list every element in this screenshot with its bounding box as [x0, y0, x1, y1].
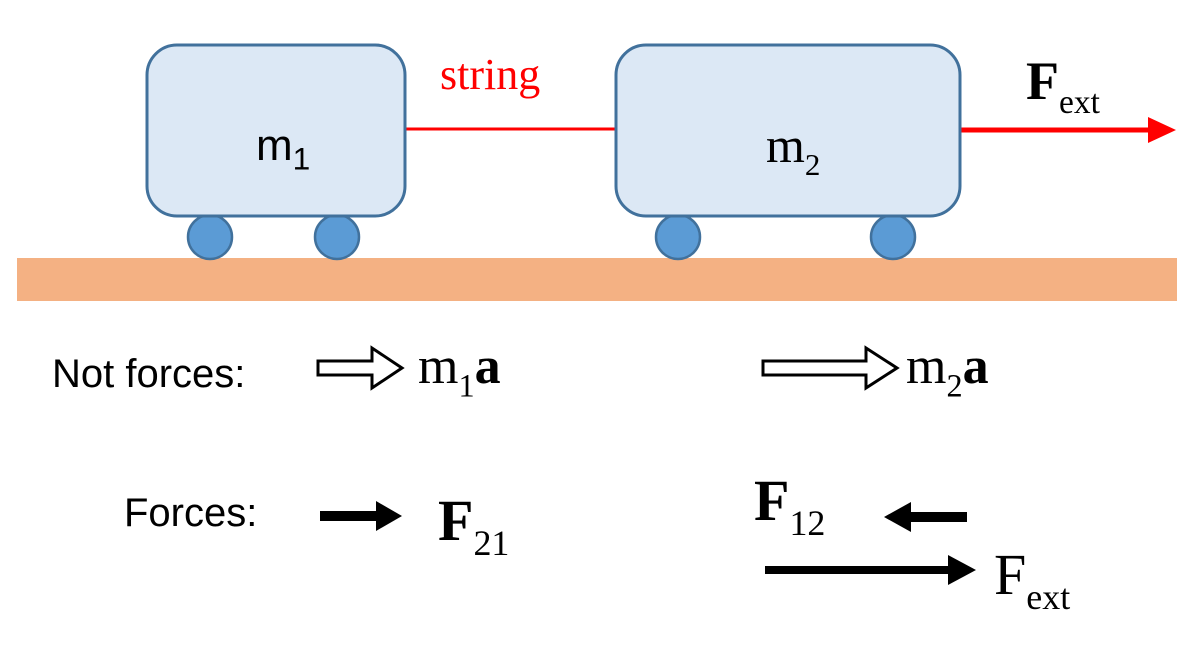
f12-base: F: [754, 468, 790, 533]
cart-2-wheel-right: [869, 213, 917, 261]
fext-arrow-head: [1148, 117, 1176, 143]
cart-2-label-base: m: [766, 117, 805, 173]
cart-2-label: m2: [766, 120, 820, 180]
cart-1-wheel-left: [186, 213, 234, 261]
fext-top-base: F: [1026, 51, 1059, 111]
m2a-label: m2a: [906, 341, 989, 402]
arrow-f12-head: [884, 502, 911, 532]
cart-2-wheel-left: [654, 213, 702, 261]
cart-1-label-sub: 1: [292, 140, 311, 177]
ground: [17, 258, 1177, 301]
m2a-base: m: [906, 338, 947, 395]
fext-bottom-sub: ext: [1026, 577, 1071, 618]
m2a-sub: 2: [946, 367, 963, 404]
hollow-arrow-m2a: [761, 345, 900, 391]
cart-1-label-base: m: [256, 121, 293, 170]
forces-label: Forces:: [124, 491, 258, 535]
cart-1-wheel-right: [313, 213, 361, 261]
arrow-fext-head: [948, 555, 976, 585]
arrow-f21-head: [376, 501, 402, 531]
not-forces-label: Not forces:: [52, 352, 246, 396]
fext-top-sub: ext: [1059, 84, 1100, 122]
m2a-vec: a: [962, 338, 989, 395]
cart-2-label-sub: 2: [804, 147, 821, 183]
hollow-arrow-m1a: [316, 345, 405, 391]
fext-bottom-label: Fext: [994, 546, 1070, 616]
f21-label: F21: [438, 492, 509, 562]
string-label: string: [440, 50, 541, 99]
f12-label: F12: [754, 472, 825, 542]
m1a-label: m1a: [418, 341, 501, 402]
cart-1-label: m1: [256, 124, 310, 175]
f21-sub: 21: [473, 523, 510, 564]
fext-top-label: Fext: [1026, 54, 1100, 120]
fext-bottom-base: F: [994, 542, 1027, 607]
m1a-vec: a: [474, 338, 501, 395]
cart-1-body: [145, 43, 407, 218]
f12-sub: 12: [789, 503, 826, 544]
m1a-base: m: [418, 338, 459, 395]
cart-2-body: [614, 43, 962, 218]
m1a-sub: 1: [458, 367, 475, 404]
f21-base: F: [438, 488, 474, 553]
